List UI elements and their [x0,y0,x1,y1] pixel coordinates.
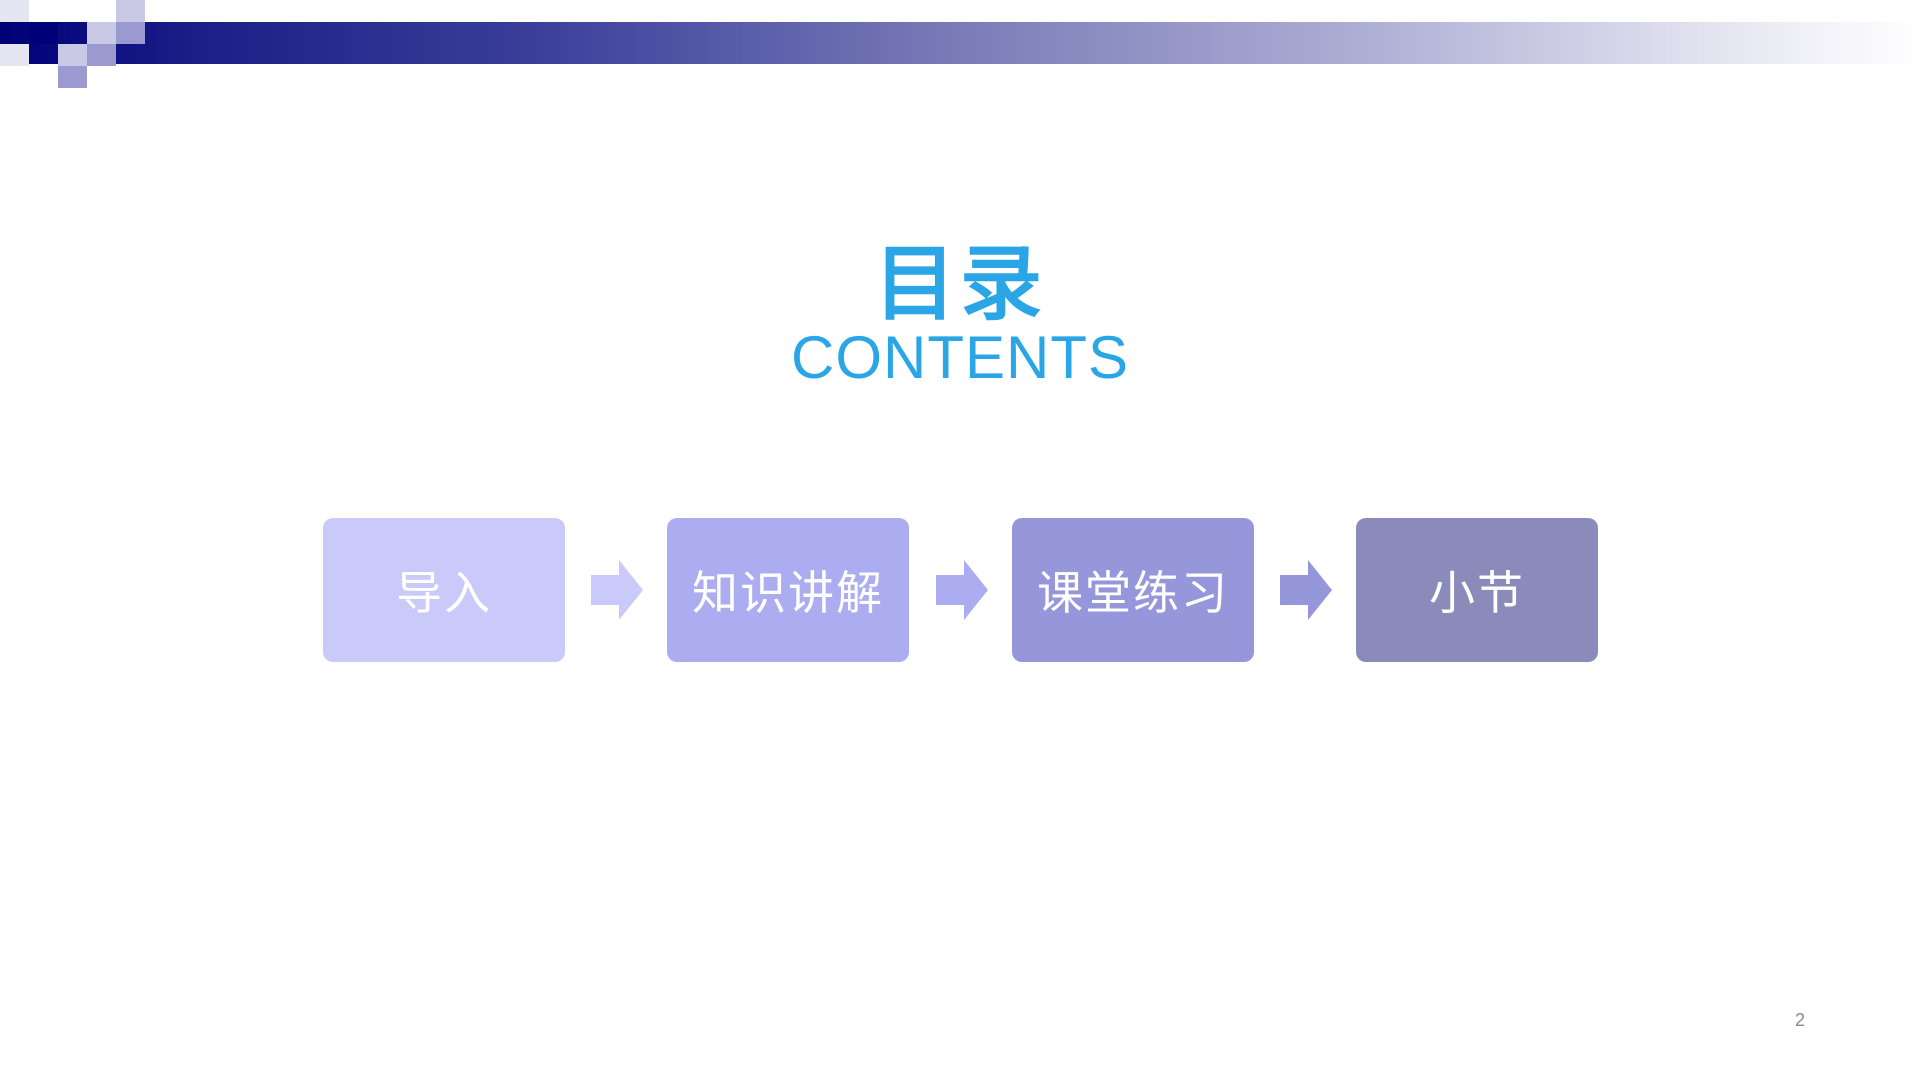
page-title: 目录 [873,237,1046,332]
arrow-right-icon [1280,560,1332,620]
page-subtitle: CONTENTS [791,324,1129,391]
title-block: 目录 CONTENTS [0,240,1920,390]
page-number: 2 [1795,1010,1806,1030]
flow-step-summary[interactable]: 小节 [1356,518,1598,662]
arrow-right-icon [936,560,988,620]
flow-step-practice[interactable]: 课堂练习 [1012,518,1254,662]
flow-step-lecture[interactable]: 知识讲解 [667,518,909,662]
flow-step-intro[interactable]: 导入 [323,518,565,662]
arrow-right-icon [591,560,643,620]
header-gradient-bar [0,22,1920,64]
